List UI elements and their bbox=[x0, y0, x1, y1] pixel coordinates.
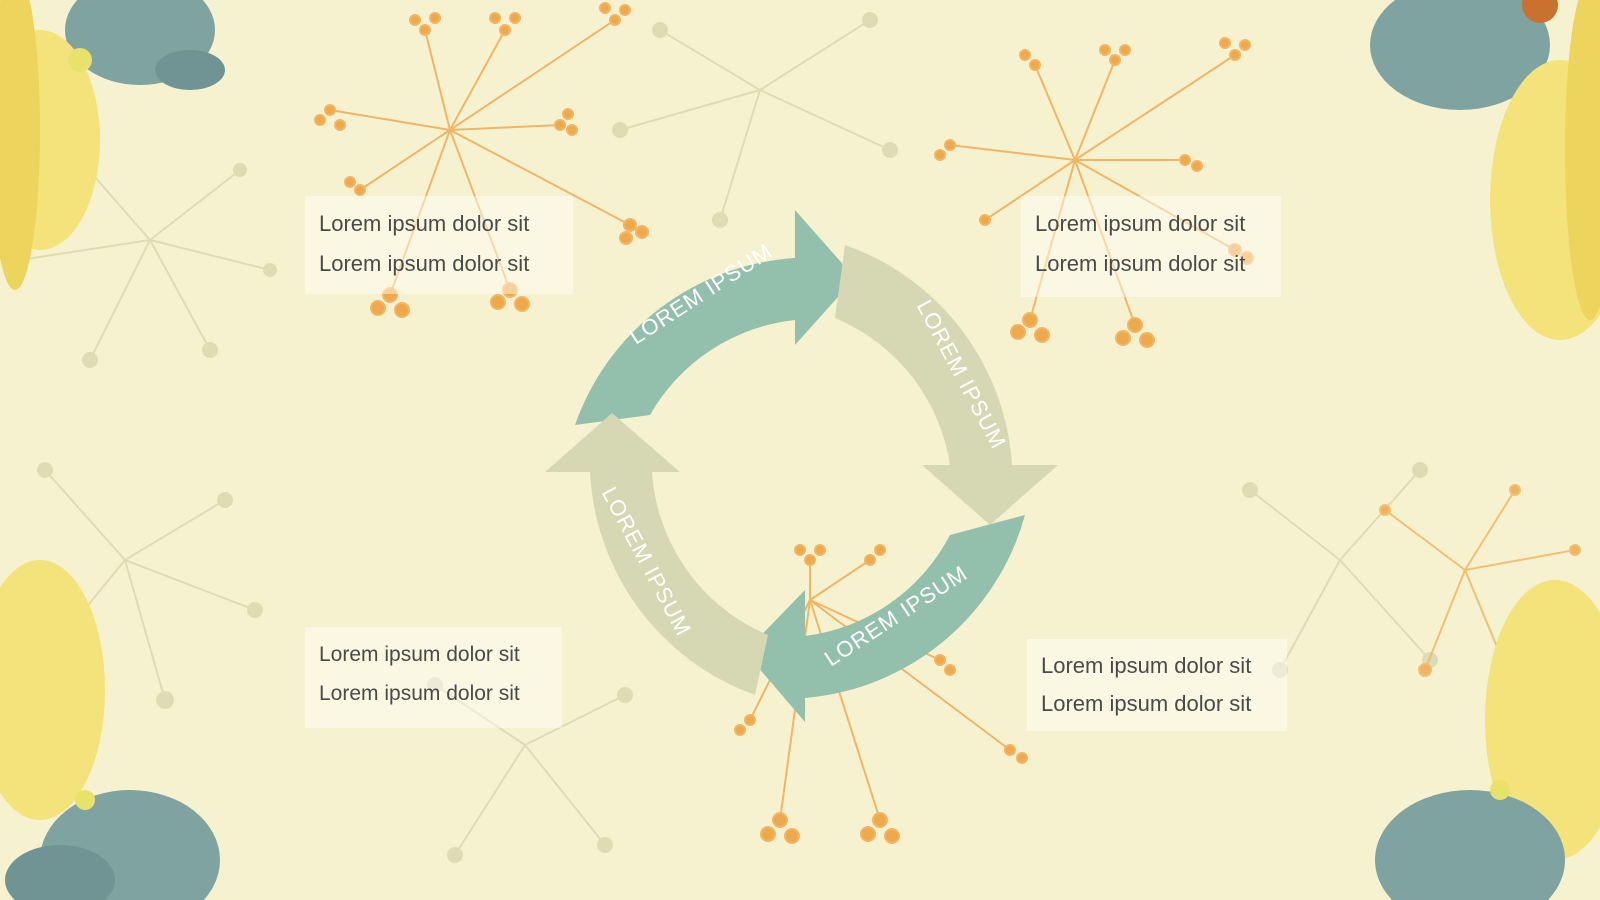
text-line: Lorem ipsum dolor sit bbox=[319, 251, 530, 276]
cycle-arrow-right bbox=[835, 245, 1058, 525]
corner-flowers-top-left bbox=[0, 0, 225, 290]
text-line: Lorem ipsum dolor sit bbox=[319, 211, 530, 236]
text-box-top-left: Lorem ipsum dolor sit Lorem ipsum dolor … bbox=[305, 196, 573, 294]
text-box-bottom-left: Lorem ipsum dolor sit Lorem ipsum dolor … bbox=[305, 627, 562, 728]
corner-flowers-bottom-left bbox=[0, 560, 220, 900]
text-box-bottom-right: Lorem ipsum dolor sit Lorem ipsum dolor … bbox=[1027, 639, 1287, 731]
cycle-diagram: LOREM IPSUM LOREM IPSUM LOREM IPSUM LORE… bbox=[545, 210, 1058, 722]
text-line: Lorem ipsum dolor sit bbox=[1035, 251, 1246, 276]
faint-dandelions bbox=[13, 12, 1438, 863]
text-box-top-right: Lorem ipsum dolor sit Lorem ipsum dolor … bbox=[1021, 196, 1281, 297]
text-line: Lorem ipsum dolor sit bbox=[319, 643, 520, 666]
cycle-arrow-top bbox=[575, 210, 855, 425]
text-line: Lorem ipsum dolor sit bbox=[1041, 691, 1252, 716]
text-line: Lorem ipsum dolor sit bbox=[319, 682, 520, 705]
text-line: Lorem ipsum dolor sit bbox=[1041, 653, 1252, 678]
cycle-arrow-bottom bbox=[745, 515, 1025, 722]
corner-flowers-top-right bbox=[1370, 0, 1600, 340]
cycle-arrow-left bbox=[545, 413, 768, 695]
text-line: Lorem ipsum dolor sit bbox=[1035, 211, 1246, 236]
corner-flowers-bottom-right bbox=[1375, 580, 1600, 900]
